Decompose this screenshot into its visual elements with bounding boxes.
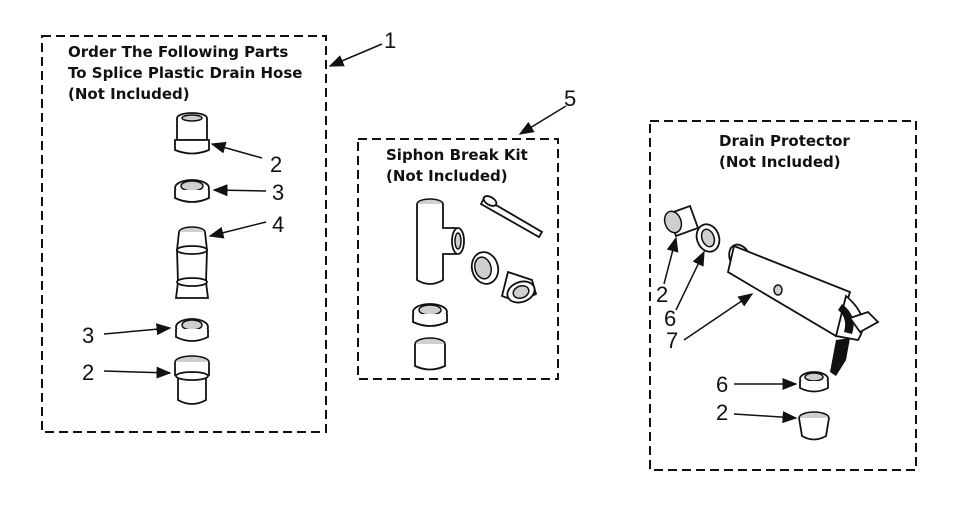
callout-siphon-kit: 5 xyxy=(564,86,576,111)
splice-title-line-2: To Splice Plastic Drain Hose xyxy=(68,64,302,82)
siphon-break-border xyxy=(357,138,559,380)
callout-splice-coupler: 4 xyxy=(272,212,284,237)
callout-protector-cap: 2 xyxy=(656,282,668,307)
protector-cup-bottom xyxy=(798,411,830,441)
splice-title-line-1: Order The Following Parts xyxy=(68,43,288,61)
siphon-lower-cup xyxy=(414,337,446,371)
siphon-clamp-ring xyxy=(470,251,500,285)
drain-protector-panel: Drain Protector (Not Included) xyxy=(649,120,917,471)
splice-kit-panel: Order The Following Parts To Splice Plas… xyxy=(41,35,327,433)
clamp-ring-top xyxy=(174,179,210,203)
siphon-lower-ring xyxy=(412,303,448,327)
protector-ring-top xyxy=(695,223,721,253)
protector-cap xyxy=(663,204,700,238)
callout-protector-ring-bottom: 6 xyxy=(716,372,728,397)
callout-splice-connector-bottom: 2 xyxy=(82,360,94,385)
callout-splice-clamp-bottom: 3 xyxy=(82,323,94,348)
siphon-title-line-1: Siphon Break Kit xyxy=(386,146,528,164)
siphon-break-panel: Siphon Break Kit (Not Included) xyxy=(357,138,559,380)
callout-splice-clamp-top: 3 xyxy=(272,180,284,205)
siphon-title-line-2: (Not Included) xyxy=(386,167,508,185)
callout-splice-kit: 1 xyxy=(384,28,396,53)
callout-protector-cup-bottom: 2 xyxy=(716,400,728,425)
protector-title-line-2: (Not Included) xyxy=(719,153,841,171)
tie-strap xyxy=(479,195,544,239)
siphon-adapter xyxy=(500,270,538,304)
hose-connector-top xyxy=(174,112,210,155)
protector-ring-bottom xyxy=(799,371,829,393)
protector-title-line-1: Drain Protector xyxy=(719,132,850,150)
callout-protector-ring-top: 6 xyxy=(664,306,676,331)
callout-splice-connector-top: 2 xyxy=(270,152,282,177)
protector-body xyxy=(726,243,880,376)
splice-kit-border xyxy=(41,35,327,433)
hose-connector-bottom xyxy=(174,355,210,405)
splice-title-line-3: (Not Included) xyxy=(68,85,190,103)
drain-protector-border xyxy=(649,120,917,471)
callout-protector-body: 7 xyxy=(666,328,678,353)
clamp-ring-bottom xyxy=(175,318,209,342)
siphon-tee xyxy=(416,198,465,285)
hose-coupler xyxy=(174,226,210,299)
